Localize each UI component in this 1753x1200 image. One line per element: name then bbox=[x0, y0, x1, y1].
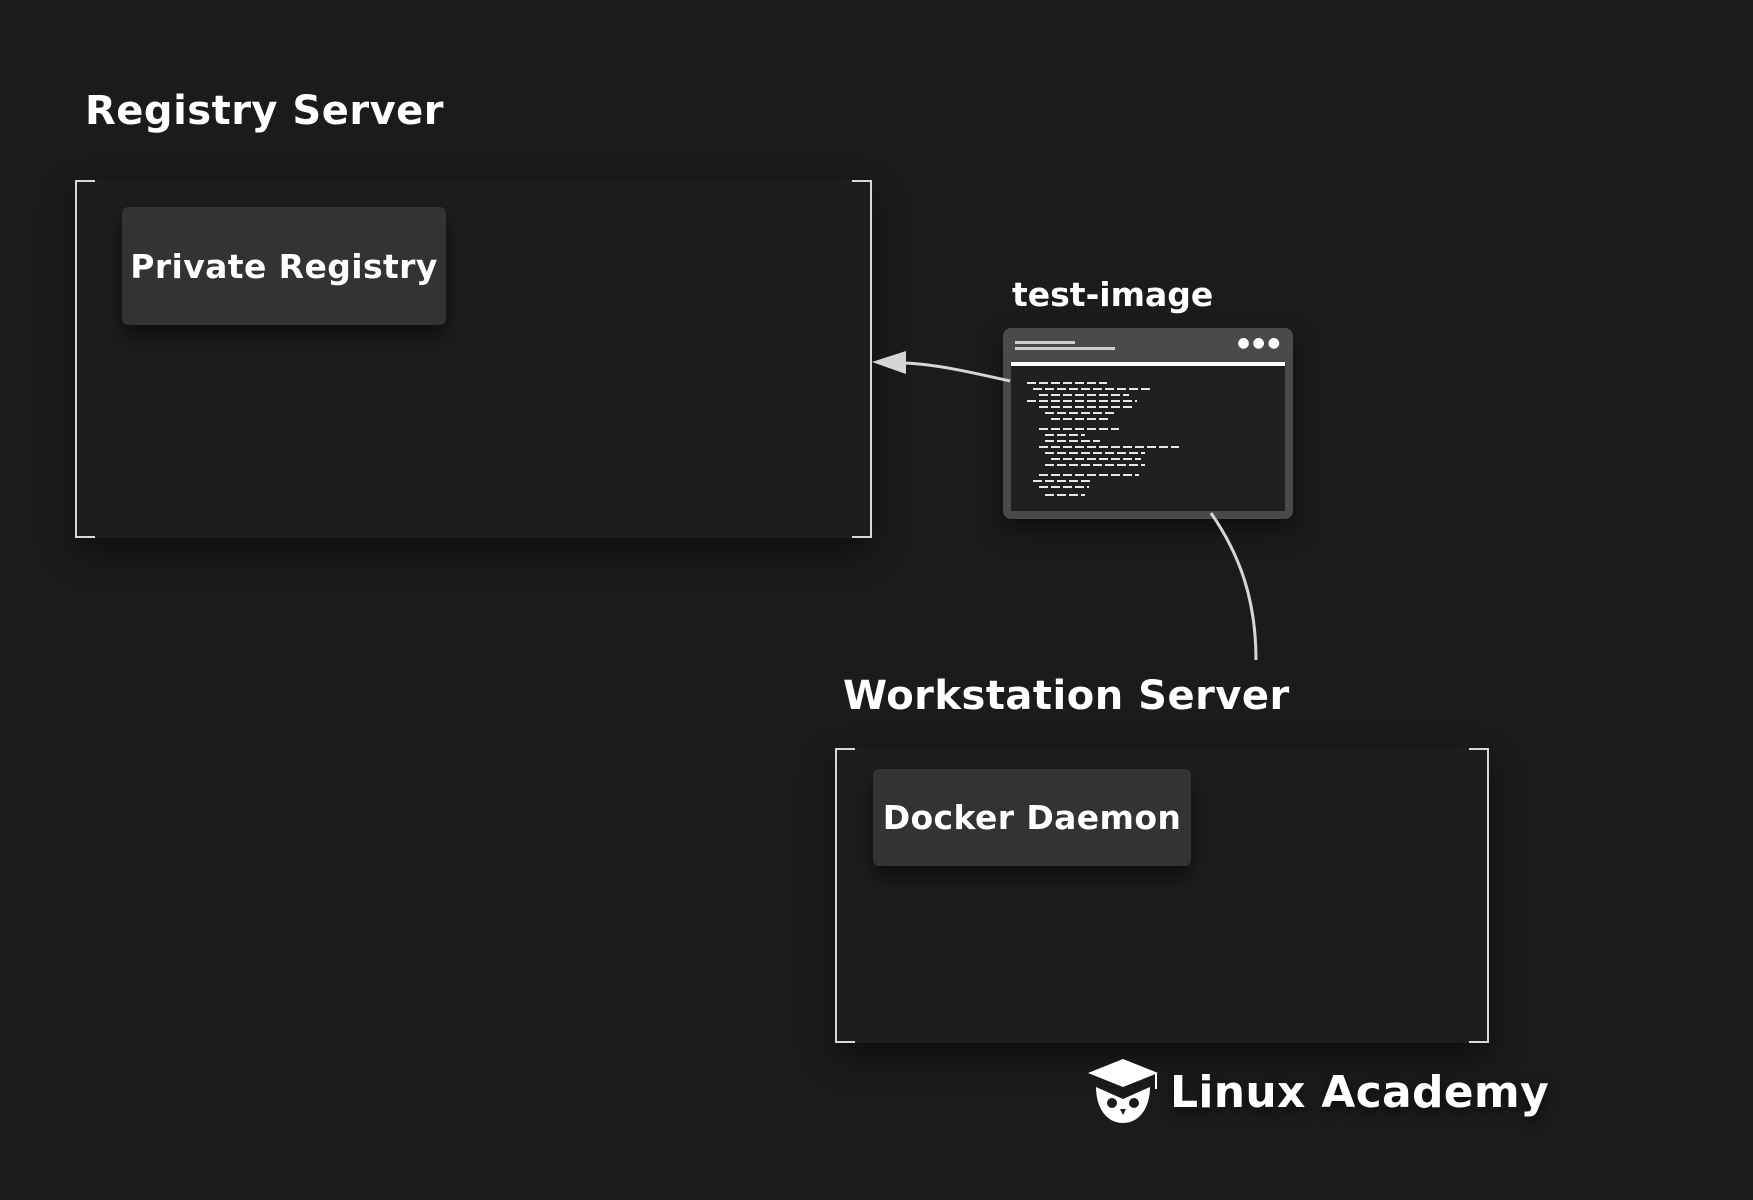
code-line bbox=[1045, 412, 1115, 414]
code-line bbox=[1027, 400, 1137, 402]
code-line bbox=[1027, 382, 1107, 384]
code-line bbox=[1045, 440, 1100, 442]
linux-academy-logo: Linux Academy bbox=[1086, 1057, 1549, 1127]
code-line bbox=[1033, 388, 1153, 390]
registry-left-bracket bbox=[75, 180, 95, 538]
registry-right-bracket bbox=[852, 180, 872, 538]
terminal-window-icon: ●●● bbox=[1003, 328, 1293, 519]
code-line bbox=[1045, 464, 1145, 466]
terminal-tab-line bbox=[1015, 347, 1115, 350]
workstation-to-image-connector bbox=[1209, 512, 1258, 661]
docker-daemon-component: Docker Daemon bbox=[873, 769, 1191, 866]
registry-server-box: Private Registry bbox=[75, 180, 872, 538]
code-line bbox=[1039, 474, 1139, 476]
registry-server-title: Registry Server bbox=[85, 88, 445, 134]
code-line bbox=[1039, 394, 1129, 396]
workstation-left-bracket bbox=[835, 748, 855, 1043]
owl-graduation-cap-logo bbox=[1088, 1059, 1158, 1123]
workstation-server-box: Docker Daemon bbox=[835, 748, 1489, 1043]
arrowhead-icon bbox=[872, 351, 906, 374]
brand-name: Linux Academy bbox=[1170, 1066, 1550, 1118]
terminal-tab-line bbox=[1015, 341, 1075, 344]
terminal-screen bbox=[1011, 362, 1285, 511]
terminal-menu-dots-icon: ●●● bbox=[1237, 335, 1283, 351]
private-registry-component: Private Registry bbox=[122, 207, 446, 325]
code-line bbox=[1045, 434, 1085, 436]
test-image-label: test-image bbox=[1012, 275, 1214, 314]
code-line bbox=[1045, 452, 1145, 454]
image-to-registry-connector bbox=[903, 361, 1011, 383]
workstation-right-bracket bbox=[1469, 748, 1489, 1043]
code-line bbox=[1045, 494, 1085, 496]
code-line bbox=[1039, 406, 1134, 408]
code-line bbox=[1039, 446, 1179, 448]
code-line bbox=[1051, 418, 1111, 420]
code-line bbox=[1039, 486, 1089, 488]
code-line bbox=[1051, 458, 1141, 460]
code-line bbox=[1039, 428, 1119, 430]
code-line bbox=[1033, 480, 1093, 482]
workstation-server-title: Workstation Server bbox=[843, 673, 1290, 719]
